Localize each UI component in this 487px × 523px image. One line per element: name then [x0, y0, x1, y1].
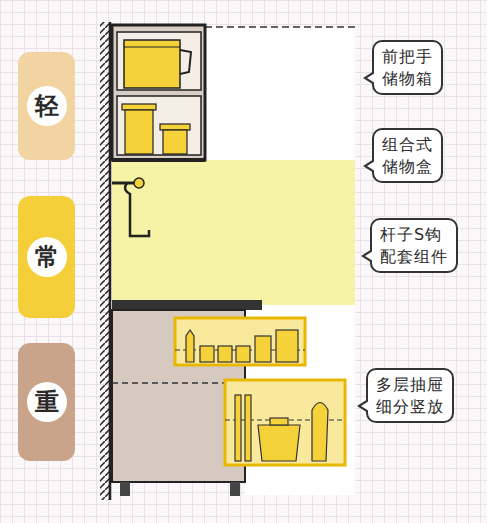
cabinet-leg: [230, 482, 240, 496]
cabinet-leg: [120, 482, 130, 496]
countertop: [112, 300, 262, 310]
upper-shelf: [117, 32, 201, 90]
pan: [312, 403, 328, 462]
board: [235, 395, 241, 461]
s-hook: [125, 183, 149, 236]
callout-bubble: 杆子S钩 配套组件: [370, 218, 458, 273]
callout-bubble: 前把手 储物箱: [372, 40, 443, 95]
weight-label: 重: [27, 382, 67, 422]
cabinet-base: [112, 481, 245, 483]
box-lid: [124, 46, 180, 47]
combo-box: [125, 110, 153, 154]
drawer: [225, 380, 345, 465]
upper-open-area: [205, 27, 355, 160]
board: [245, 395, 251, 461]
callout-text: 组合式 储物盒: [382, 134, 433, 177]
callout-text: 杆子S钩 配套组件: [380, 224, 448, 267]
wall-hatch: [100, 22, 109, 500]
drawer-divider: [112, 382, 225, 384]
callout-bubble: 组合式 储物盒: [372, 128, 443, 183]
weight-tab: 轻: [18, 52, 75, 160]
cabinet-bottom: [112, 158, 205, 162]
container: [276, 330, 298, 362]
combo-box: [163, 130, 187, 154]
rod-end: [134, 178, 144, 188]
upper-cabinet: [112, 25, 205, 160]
ceiling-dash: [205, 26, 355, 28]
weight-tab: 常: [18, 196, 75, 318]
storage-box: [124, 40, 180, 88]
rod: [112, 182, 136, 185]
jar: [200, 346, 214, 362]
jar: [218, 346, 232, 362]
weight-label: 轻: [27, 86, 67, 126]
box-handle: [180, 50, 191, 74]
callout-text: 多层抽屉 细分竖放: [376, 374, 444, 417]
jar: [236, 346, 250, 362]
daily-zone: [112, 160, 355, 305]
pot-lid: [270, 418, 288, 425]
box-lid: [122, 104, 156, 110]
weight-tab: 重: [18, 343, 75, 461]
pot: [258, 425, 300, 461]
container: [255, 336, 271, 362]
callout-bubble: 多层抽屉 细分竖放: [366, 368, 454, 423]
bottle: [186, 330, 194, 362]
drawer: [175, 318, 305, 365]
box-lid: [160, 124, 190, 130]
callout-text: 前把手 储物箱: [382, 46, 433, 89]
middle-shelf: [117, 96, 201, 155]
weight-label: 常: [27, 237, 67, 277]
